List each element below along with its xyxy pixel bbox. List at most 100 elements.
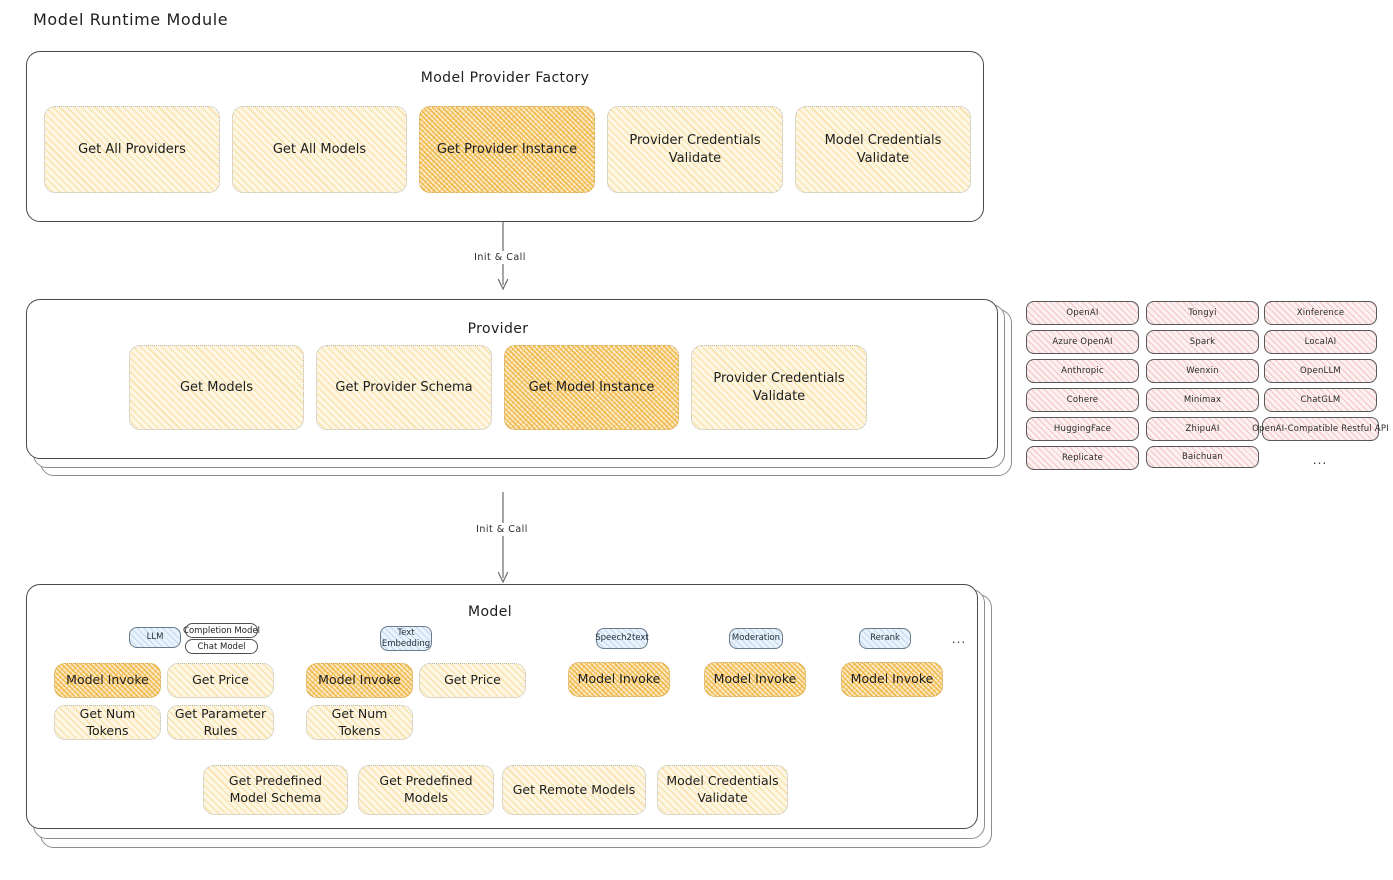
provider-chip-label: ChatGLM: [1300, 395, 1341, 405]
provider-chip-baichuan[interactable]: Baichuan: [1146, 446, 1259, 468]
llm-method-get-parameter-rules[interactable]: Get Parameter Rules: [167, 705, 274, 740]
model-subtype-label: Chat Model: [197, 641, 246, 652]
factory-item-label: Model Credentials Validate: [824, 132, 942, 166]
provider-chip-label: Cohere: [1066, 395, 1099, 405]
provider-chip-openai[interactable]: OpenAI: [1026, 301, 1139, 325]
method-label: Model Invoke: [318, 672, 401, 688]
provider-chip-cohere[interactable]: Cohere: [1026, 388, 1139, 412]
provider-chip-label: Azure OpenAI: [1052, 337, 1113, 347]
model-subtype-label: Completion Model: [183, 625, 260, 636]
provider-chip-xinference[interactable]: Xinference: [1264, 301, 1377, 325]
provider-chip-openai-compatible-restful-api[interactable]: OpenAI-Compatible Restful API: [1252, 417, 1389, 441]
method-label: Model Invoke: [577, 671, 661, 687]
provider-chip-label: Tongyi: [1188, 308, 1217, 318]
provider-chip-label: Replicate: [1061, 453, 1104, 463]
arrow-line-icon: [497, 492, 509, 584]
provider-item-label: Provider Credentials Validate: [713, 370, 845, 404]
provider-item-get-provider-schema[interactable]: Get Provider Schema: [316, 345, 492, 430]
factory-item-get-provider-instance[interactable]: Get Provider Instance: [419, 106, 595, 193]
provider-chip-label: Baichuan: [1181, 452, 1224, 462]
model-common-get-predefined-model-schema[interactable]: Get Predefined Model Schema: [203, 765, 348, 815]
provider-chip-anthropic[interactable]: Anthropic: [1026, 359, 1139, 383]
text-embedding-method-model-invoke[interactable]: Model Invoke: [306, 663, 413, 698]
method-label: Model Invoke: [66, 672, 149, 688]
model-common-get-predefined-models[interactable]: Get Predefined Models: [358, 765, 494, 815]
arrow-label-init-and-call-2: Init & Call: [472, 523, 532, 536]
method-label: Get Predefined Models: [379, 773, 473, 805]
model-type-chip-speech2text[interactable]: Speech2text: [595, 628, 649, 649]
method-label: Get Predefined Model Schema: [228, 773, 323, 805]
model-common-get-remote-models[interactable]: Get Remote Models: [502, 765, 646, 815]
provider-chip-label: OpenAI-Compatible Restful API: [1252, 424, 1389, 434]
model-type-chip-llm[interactable]: LLM: [129, 627, 181, 648]
provider-chip-label: Xinference: [1296, 308, 1345, 318]
model-provider-factory-title: Model Provider Factory: [420, 70, 590, 86]
llm-method-get-num-tokens[interactable]: Get Num Tokens: [54, 705, 161, 740]
provider-chip-minimax[interactable]: Minimax: [1146, 388, 1259, 412]
model-title: Model: [467, 604, 513, 620]
provider-chip-tongyi[interactable]: Tongyi: [1146, 301, 1259, 325]
method-label: Get Remote Models: [512, 781, 636, 797]
model-type-label: Rerank: [870, 633, 900, 644]
provider-chip-label: Wenxin: [1186, 366, 1219, 376]
provider-chip-azure-openai[interactable]: Azure OpenAI: [1026, 330, 1139, 354]
llm-method-get-price[interactable]: Get Price: [167, 663, 274, 698]
llm-method-model-invoke[interactable]: Model Invoke: [54, 663, 161, 698]
provider-item-label: Get Provider Schema: [335, 379, 473, 395]
provider-item-label: Get Models: [179, 379, 254, 395]
model-type-chip-text-embedding[interactable]: Text Embedding: [380, 626, 432, 651]
factory-item-label: Get Provider Instance: [436, 141, 578, 157]
moderation-method-model-invoke[interactable]: Model Invoke: [704, 662, 806, 697]
method-label: Get Num Tokens: [79, 705, 136, 738]
model-common-model-credentials-validate[interactable]: Model Credentials Validate: [657, 765, 788, 815]
page-title: Model Runtime Module: [33, 10, 229, 29]
factory-item-model-credentials-validate[interactable]: Model Credentials Validate: [795, 106, 971, 193]
text-embedding-method-get-num-tokens[interactable]: Get Num Tokens: [306, 705, 413, 740]
speech2text-method-model-invoke[interactable]: Model Invoke: [568, 662, 670, 697]
provider-item-provider-credentials-validate[interactable]: Provider Credentials Validate: [691, 345, 867, 430]
method-label: Get Parameter Rules: [174, 705, 267, 738]
factory-item-provider-credentials-validate[interactable]: Provider Credentials Validate: [607, 106, 783, 193]
text-embedding-method-get-price[interactable]: Get Price: [419, 663, 526, 698]
provider-chip-localai[interactable]: LocalAI: [1264, 330, 1377, 354]
provider-list-more: ...: [1312, 453, 1328, 467]
model-type-chip-rerank[interactable]: Rerank: [859, 628, 911, 649]
model-type-label: Speech2text: [595, 633, 649, 644]
method-label: Get Price: [444, 672, 501, 688]
provider-chip-replicate[interactable]: Replicate: [1026, 446, 1139, 470]
model-type-label: Text Embedding: [381, 627, 431, 649]
provider-chip-openllm[interactable]: OpenLLM: [1264, 359, 1377, 383]
provider-title: Provider: [467, 321, 529, 337]
method-label: Model Credentials Validate: [666, 773, 779, 805]
method-label: Model Invoke: [713, 671, 797, 687]
model-subtype-chip-completion-model[interactable]: Completion Model: [183, 623, 260, 638]
provider-chip-spark[interactable]: Spark: [1146, 330, 1259, 354]
provider-chip-label: HuggingFace: [1053, 424, 1112, 434]
factory-item-label: Get All Models: [272, 141, 367, 157]
provider-chip-chatglm[interactable]: ChatGLM: [1264, 388, 1377, 412]
method-label: Get Price: [192, 672, 249, 688]
provider-chip-huggingface[interactable]: HuggingFace: [1026, 417, 1139, 441]
provider-item-label: Get Model Instance: [528, 379, 655, 395]
provider-chip-wenxin[interactable]: Wenxin: [1146, 359, 1259, 383]
arrow-provider-to-model: [490, 492, 516, 587]
factory-item-get-all-providers[interactable]: Get All Providers: [44, 106, 220, 193]
model-type-label: Moderation: [731, 633, 781, 644]
provider-chip-label: Minimax: [1183, 395, 1222, 405]
rerank-method-model-invoke[interactable]: Model Invoke: [841, 662, 943, 697]
provider-chip-label: Anthropic: [1061, 366, 1104, 376]
model-type-chip-moderation[interactable]: Moderation: [729, 628, 783, 649]
model-subtype-chip-chat-model[interactable]: Chat Model: [185, 639, 258, 654]
provider-chip-label: OpenAI: [1066, 308, 1099, 318]
provider-chip-label: Spark: [1189, 337, 1216, 347]
provider-item-get-models[interactable]: Get Models: [129, 345, 304, 430]
factory-item-get-all-models[interactable]: Get All Models: [232, 106, 407, 193]
provider-chip-label: ZhipuAI: [1185, 424, 1220, 434]
provider-chip-label: LocalAI: [1304, 337, 1337, 347]
model-types-more: ...: [951, 632, 967, 646]
factory-item-label: Get All Providers: [78, 141, 186, 157]
provider-chip-zhipuai[interactable]: ZhipuAI: [1146, 417, 1259, 441]
provider-item-get-model-instance[interactable]: Get Model Instance: [504, 345, 679, 430]
model-type-label: LLM: [146, 632, 164, 643]
